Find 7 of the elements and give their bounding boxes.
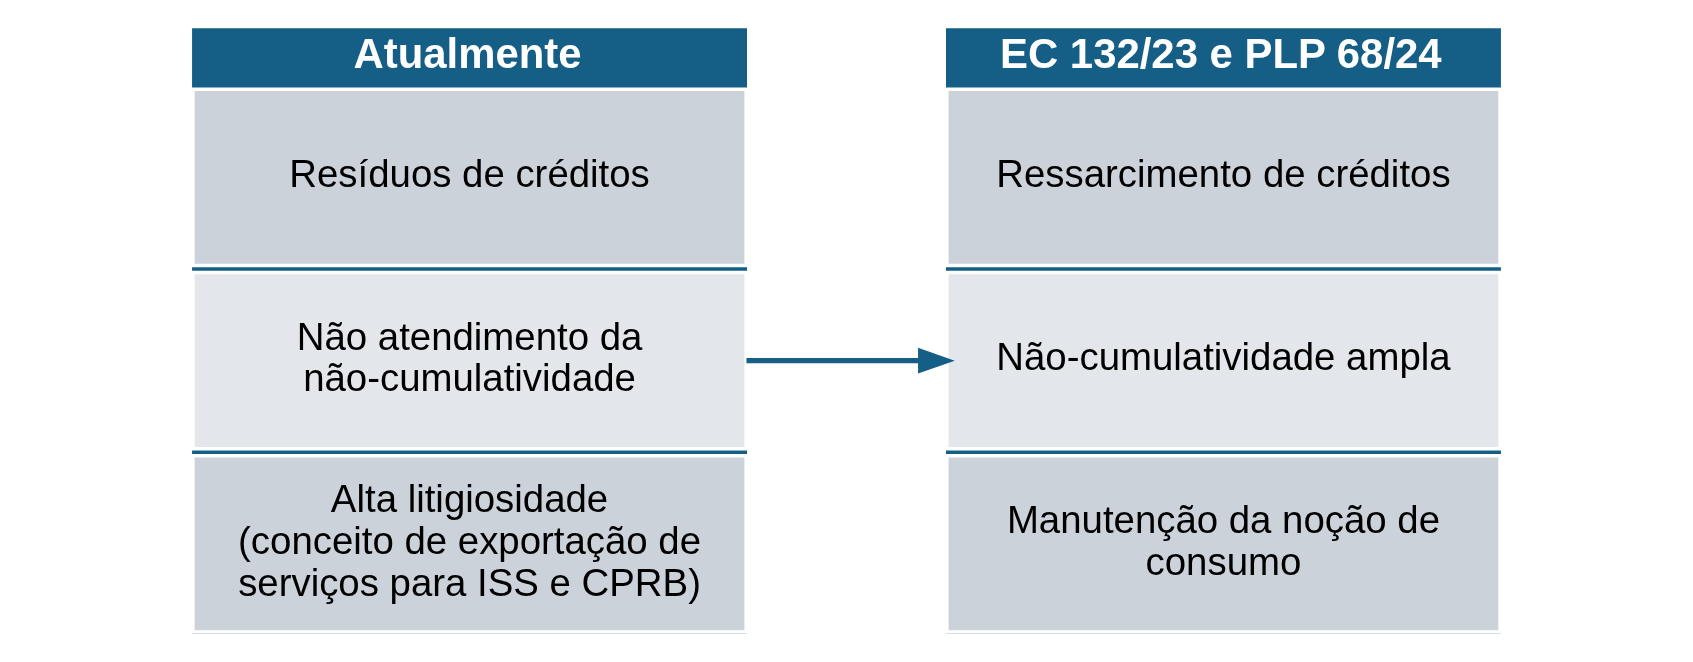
node-box: Alta litigiosidade (conceito de exportação de serviços para ISS e CPRB)	[191, 454, 748, 634]
node-box: Ressarcimento de créditos	[945, 87, 1502, 268]
node-box: Manutenção da noção de consumo	[945, 454, 1502, 634]
node-box: Resíduos de créditos	[191, 87, 748, 268]
arrow	[746, 347, 955, 374]
node-box: Não-cumulatividade ampla	[945, 270, 1502, 451]
node-box: Não atendimento da não-cumulatividade	[191, 270, 748, 451]
